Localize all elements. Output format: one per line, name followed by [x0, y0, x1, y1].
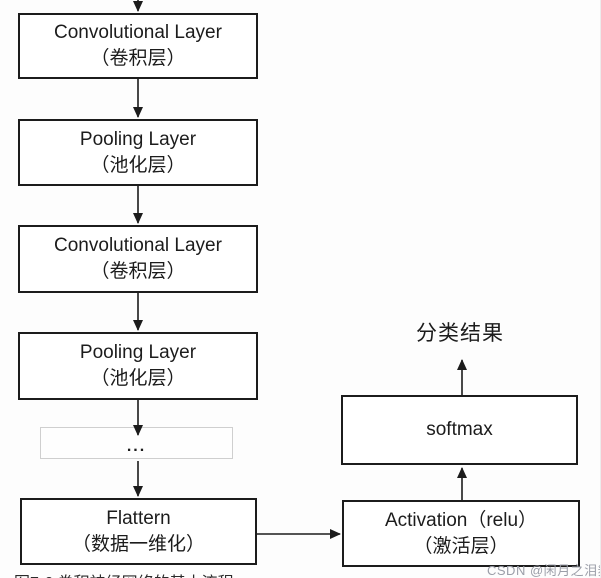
- node-label-zh: （激活层）: [413, 535, 509, 557]
- figure-caption: 图7-6 卷积神经网络的基本流程: [14, 569, 234, 578]
- node-label-en: Convolutional Layer: [54, 22, 222, 43]
- node-label-zh: （池化层）: [90, 154, 186, 176]
- node-label-en: Activation（relu）: [384, 509, 538, 531]
- node-label-zh: （池化层）: [90, 368, 186, 389]
- node-activation: Activation（relu） （激活层）: [342, 500, 580, 567]
- node-convolutional-layer-2: Convolutional Layer （卷积层）: [18, 225, 258, 293]
- watermark-text: CSDN @闲月之泪舞: [487, 563, 601, 578]
- classification-result-label: 分类结果: [416, 322, 504, 345]
- node-ellipsis: ...: [40, 427, 233, 459]
- node-label-en: Pooling Layer: [79, 342, 197, 363]
- ellipsis-label: ...: [126, 438, 147, 455]
- node-label-en: Convolutional Layer: [54, 235, 222, 256]
- node-label-zh: （数据一维化）: [71, 533, 205, 555]
- node-convolutional-layer-1: Convolutional Layer （卷积层）: [18, 13, 258, 79]
- node-label-zh: （卷积层）: [90, 48, 186, 69]
- node-label-en: Pooling Layer: [79, 128, 197, 150]
- node-label-en: Flattern: [106, 507, 171, 529]
- node-pooling-layer-2: Pooling Layer （池化层）: [18, 332, 258, 400]
- node-softmax: softmax: [341, 395, 578, 465]
- node-label-zh: （卷积层）: [90, 261, 186, 282]
- node-flattern: Flattern （数据一维化）: [20, 498, 257, 565]
- node-pooling-layer-1: Pooling Layer （池化层）: [18, 119, 258, 186]
- node-label-en: softmax: [426, 419, 493, 440]
